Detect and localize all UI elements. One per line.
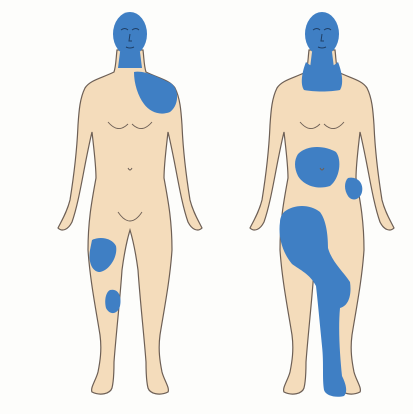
left-figure [58, 12, 202, 394]
right-figure [250, 12, 394, 397]
left-figure-neck [118, 52, 142, 68]
left-figure-body [58, 50, 202, 394]
left-figure-knee-patch [105, 290, 120, 313]
right-figure-neck [310, 52, 334, 68]
